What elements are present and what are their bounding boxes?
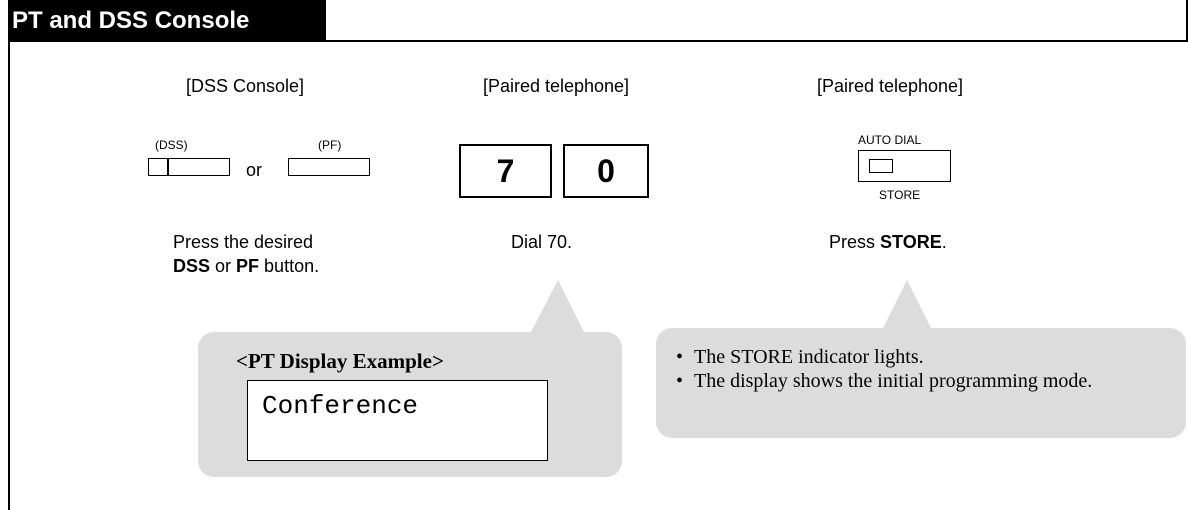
page-title: PT and DSS Console bbox=[8, 0, 326, 42]
caption-line-2: DSS or PF button. bbox=[173, 254, 403, 278]
or-text: or bbox=[246, 160, 263, 180]
header-rule bbox=[8, 40, 1188, 42]
left-border bbox=[8, 40, 10, 510]
store-indicator-lamp bbox=[869, 159, 893, 173]
note-item: • The display shows the initial programmi… bbox=[676, 369, 1176, 393]
paired-store-heading: [Paired telephone] bbox=[816, 76, 964, 96]
pt-display-text: Conference bbox=[262, 391, 419, 421]
note-text: The display shows the initial programmin… bbox=[694, 370, 1093, 392]
caption-or: or bbox=[210, 256, 237, 276]
right-border bbox=[1186, 0, 1188, 42]
store-caption-key: STORE bbox=[880, 232, 942, 252]
dss-button-label: (DSS) bbox=[155, 138, 188, 152]
digit-7-key: 7 bbox=[459, 144, 552, 198]
caption-pf-key: PF bbox=[236, 256, 260, 276]
dss-console-caption: Press the desired DSS or PF button. bbox=[173, 230, 403, 278]
paired-dial-heading: [Paired telephone] bbox=[482, 76, 630, 96]
note-item: • The STORE indicator lights. bbox=[676, 345, 1176, 369]
bullet-icon: • bbox=[676, 346, 684, 368]
dss-button-divider bbox=[167, 159, 169, 175]
notes-list: • The STORE indicator lights. • The displa… bbox=[676, 345, 1176, 393]
auto-dial-store-button bbox=[858, 150, 951, 182]
paired-store-caption: Press STORE. bbox=[829, 230, 947, 254]
store-caption-prefix: Press bbox=[829, 232, 881, 252]
notes-callout bbox=[656, 328, 1186, 438]
caption-dss-key: DSS bbox=[173, 256, 211, 276]
display-example-heading: <PT Display Example> bbox=[236, 349, 444, 373]
pf-button bbox=[288, 158, 370, 176]
display-callout-pointer bbox=[530, 280, 585, 334]
paired-dial-caption: Dial 70. bbox=[511, 232, 573, 252]
dss-button bbox=[148, 158, 230, 176]
store-label: STORE bbox=[879, 188, 921, 202]
caption-end: button. bbox=[259, 256, 320, 276]
dss-console-heading: [DSS Console] bbox=[185, 76, 305, 96]
digit-0-key: 0 bbox=[563, 144, 649, 198]
caption-line-1: Press the desired bbox=[173, 232, 314, 252]
notes-callout-pointer bbox=[880, 280, 934, 334]
note-text: The STORE indicator lights. bbox=[694, 346, 924, 368]
store-caption-suffix: . bbox=[941, 232, 947, 252]
pt-display-screen: Conference bbox=[247, 380, 548, 461]
bullet-icon: • bbox=[676, 370, 684, 392]
pf-button-label: (PF) bbox=[318, 138, 342, 152]
auto-dial-label: AUTO DIAL bbox=[858, 133, 922, 147]
